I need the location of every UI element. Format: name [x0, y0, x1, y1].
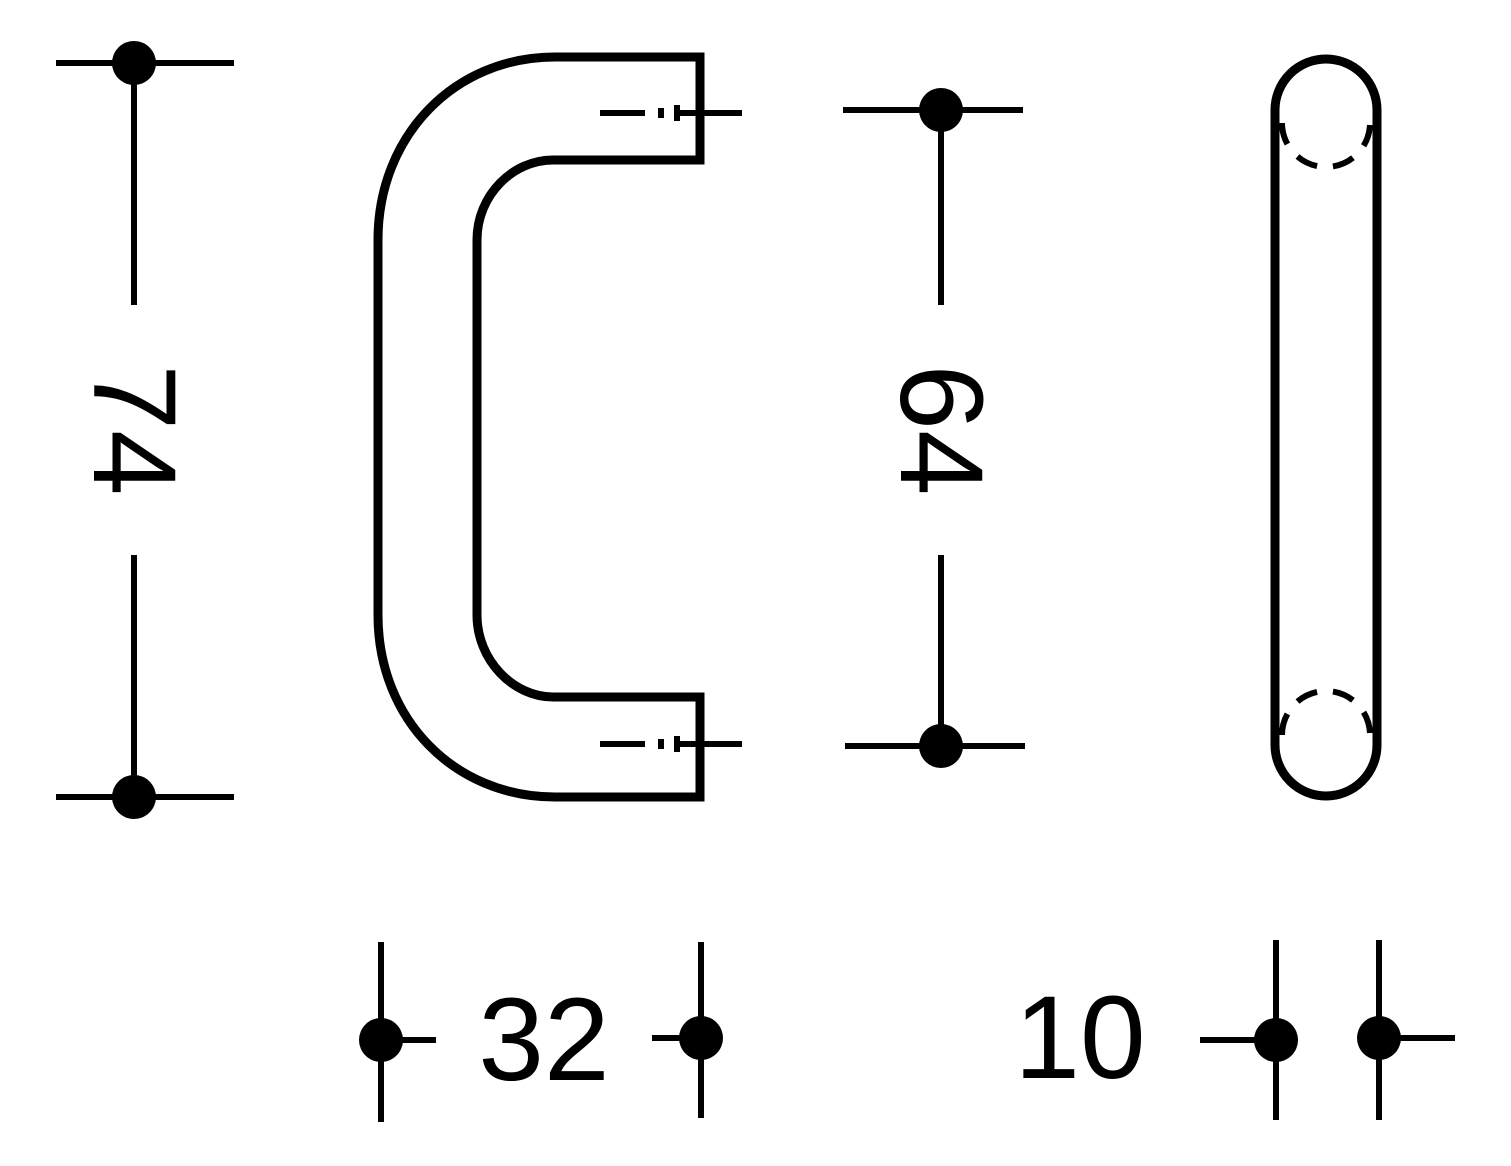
terminator-dot-bottom — [919, 724, 963, 768]
dimension-depth: 32 — [359, 942, 723, 1122]
depth-label: 32 — [478, 974, 609, 1106]
terminator-dot-bottom — [112, 775, 156, 819]
dimension-hole-spacing: 64 — [843, 88, 1025, 768]
hole-spacing-label: 64 — [875, 364, 1007, 495]
handle-profile-outline — [373, 52, 705, 802]
dimension-diameter: 10 — [1014, 940, 1455, 1120]
hidden-bolt-bottom — [1279, 688, 1373, 736]
dimension-outer-height: 74 — [56, 41, 234, 819]
handle-profile — [373, 52, 742, 802]
outer-height-label: 74 — [68, 364, 200, 495]
hidden-bolt-top — [1279, 122, 1373, 170]
handle-front-outline — [1270, 54, 1382, 801]
diameter-label: 10 — [1014, 972, 1145, 1104]
handle-front-view — [1270, 54, 1382, 801]
